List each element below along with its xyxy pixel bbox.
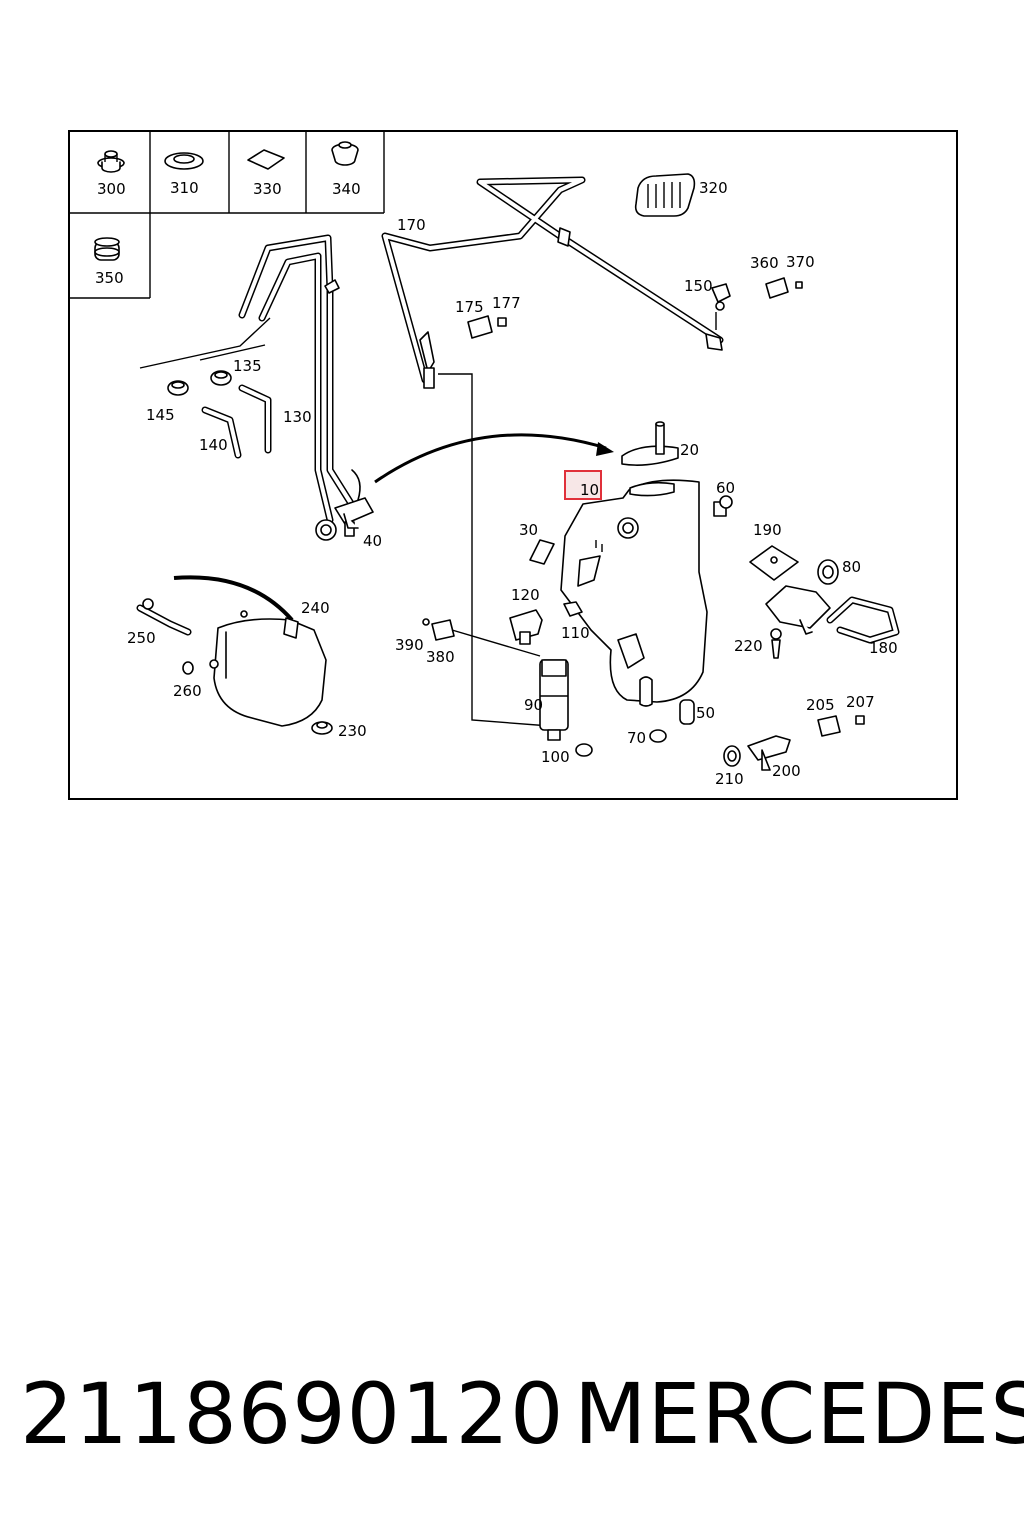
label-170: 170 — [397, 216, 426, 234]
label-207: 207 — [846, 693, 875, 711]
bracket-190 — [749, 545, 799, 581]
label-300: 300 — [97, 180, 126, 198]
label-145: 145 — [146, 406, 175, 424]
hose-140 — [201, 406, 242, 459]
grommet-260 — [182, 661, 194, 675]
nozzle-200 — [747, 735, 791, 771]
brand-caption: MERCEDES — [574, 1365, 1024, 1463]
label-40: 40 — [363, 532, 382, 550]
grommet-80 — [817, 559, 839, 585]
label-310: 310 — [170, 179, 199, 197]
filler-neck-20 — [621, 421, 679, 466]
leader-hose-to-pump — [438, 373, 551, 727]
seal-390 — [422, 618, 430, 626]
washer-reservoir-10 — [560, 479, 733, 707]
pump-120 — [509, 609, 543, 645]
label-60: 60 — [716, 479, 735, 497]
connector-380 — [431, 619, 455, 641]
label-120: 120 — [511, 586, 540, 604]
hose-250 — [136, 598, 192, 636]
bracket-30 — [529, 539, 555, 565]
label-10: 10 — [580, 481, 599, 499]
label-360: 360 — [750, 254, 779, 272]
pipe-40 — [343, 513, 359, 529]
label-250: 250 — [127, 629, 156, 647]
label-350: 350 — [95, 269, 124, 287]
label-177: 177 — [492, 294, 521, 312]
label-390: 390 — [395, 636, 424, 654]
rivet-220 — [770, 628, 782, 659]
clip-175 — [467, 315, 493, 339]
rivet-370 — [795, 281, 803, 289]
leader-135 — [199, 344, 266, 361]
arrow-head — [596, 442, 614, 456]
legend-icon-350 — [94, 237, 120, 261]
legend-icon-310 — [164, 152, 204, 170]
legend-icon-300 — [97, 150, 125, 173]
leader-145 — [139, 317, 271, 369]
rivet-207 — [855, 715, 865, 725]
hose-clamp-145 — [167, 380, 189, 396]
label-220: 220 — [734, 637, 763, 655]
label-130: 130 — [283, 408, 312, 426]
part-number-caption: 2118690120 — [20, 1365, 565, 1463]
label-80: 80 — [842, 558, 861, 576]
clip-360 — [765, 277, 789, 299]
label-330: 330 — [253, 180, 282, 198]
label-205: 205 — [806, 696, 835, 714]
hose-130 — [238, 384, 272, 454]
label-370: 370 — [786, 253, 815, 271]
label-135: 135 — [233, 357, 262, 375]
grommet-100 — [575, 743, 593, 757]
nozzle-150 — [711, 283, 731, 330]
legend-icon-340 — [331, 141, 359, 166]
label-340: 340 — [332, 180, 361, 198]
sleeve-50 — [679, 699, 695, 725]
label-260: 260 — [173, 682, 202, 700]
label-210: 210 — [715, 770, 744, 788]
washer-pump-90 — [539, 659, 569, 741]
nut-210 — [723, 745, 741, 767]
label-200: 200 — [772, 762, 801, 780]
sensor-bracket-180 — [765, 585, 900, 644]
label-180: 180 — [869, 639, 898, 657]
label-70: 70 — [627, 729, 646, 747]
label-30: 30 — [519, 521, 538, 539]
label-100: 100 — [541, 748, 570, 766]
hose-clamp-135 — [210, 370, 232, 386]
label-110: 110 — [561, 624, 590, 642]
clip-110 — [563, 601, 583, 617]
label-90: 90 — [524, 696, 543, 714]
legend-icon-330 — [247, 149, 285, 170]
hose-line-170 — [381, 176, 724, 389]
label-20: 20 — [680, 441, 699, 459]
label-150: 150 — [684, 277, 713, 295]
highlight-10 — [564, 470, 602, 500]
label-175: 175 — [455, 298, 484, 316]
label-190: 190 — [753, 521, 782, 539]
rivet-177 — [497, 317, 507, 327]
assembly-arrow — [374, 433, 607, 484]
label-380: 380 — [426, 648, 455, 666]
legend-grid — [69, 131, 385, 299]
left-hose-assembly — [238, 234, 374, 541]
reservoir-240 — [173, 575, 327, 727]
grille-320 — [634, 173, 696, 217]
label-230: 230 — [338, 722, 367, 740]
label-140: 140 — [199, 436, 228, 454]
label-50: 50 — [696, 704, 715, 722]
grommet-70 — [649, 729, 667, 743]
leader-380 — [451, 629, 541, 657]
nut-230 — [311, 721, 333, 735]
label-240: 240 — [301, 599, 330, 617]
clip-205 — [817, 715, 841, 737]
diagram-frame — [68, 130, 958, 800]
label-320: 320 — [699, 179, 728, 197]
